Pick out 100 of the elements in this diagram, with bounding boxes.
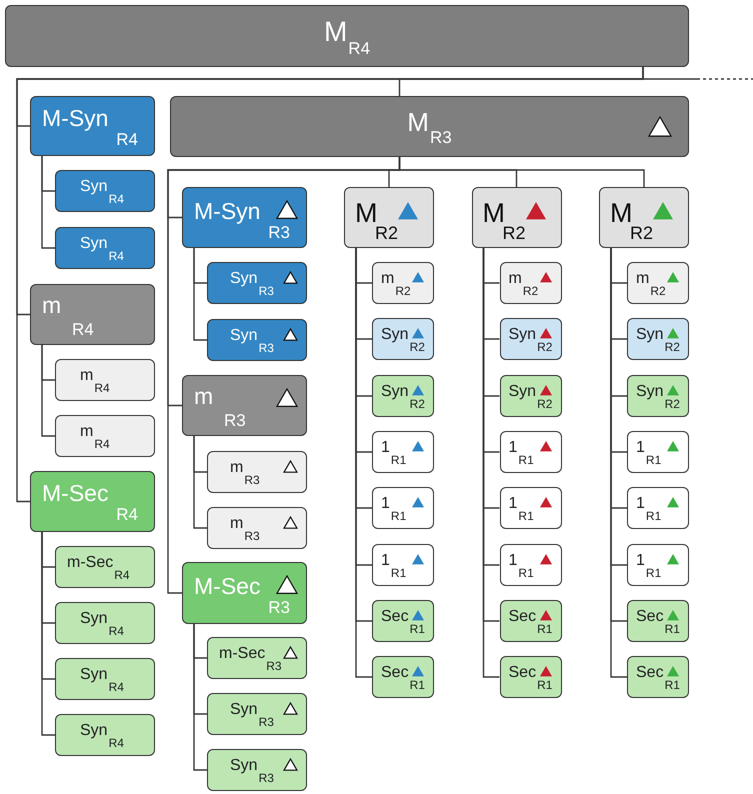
item-box bbox=[627, 431, 689, 473]
node-label: m-Sec bbox=[219, 646, 266, 662]
subscript-label: R2 bbox=[537, 341, 552, 353]
subscript-label: R2 bbox=[537, 398, 552, 410]
node-label: 1 bbox=[381, 496, 390, 512]
subscript-label: R4 bbox=[348, 40, 370, 57]
node-label: m bbox=[230, 460, 244, 476]
node-label: Sec bbox=[508, 665, 536, 681]
node-label: Syn bbox=[80, 723, 108, 739]
node-label: Sec bbox=[636, 665, 664, 681]
item-box bbox=[372, 318, 434, 360]
subscript-label: R4 bbox=[108, 250, 124, 262]
subscript-label: R1 bbox=[646, 510, 662, 522]
item-box bbox=[55, 714, 155, 756]
node-label: 1 bbox=[636, 440, 645, 456]
subscript-label: R1 bbox=[410, 679, 425, 691]
tree-connector bbox=[41, 345, 55, 437]
group-box bbox=[344, 187, 434, 248]
item-box bbox=[627, 656, 689, 698]
node-label: M bbox=[407, 109, 429, 135]
item-box bbox=[207, 451, 307, 493]
subscript-label: R3 bbox=[244, 530, 260, 542]
item-box bbox=[372, 431, 434, 473]
group-box bbox=[472, 187, 562, 248]
node-label: m bbox=[381, 271, 394, 287]
item-box bbox=[500, 656, 562, 698]
node-label: M bbox=[324, 18, 348, 46]
node-label: Syn bbox=[508, 384, 536, 400]
item-box bbox=[627, 487, 689, 529]
subscript-label: R1 bbox=[664, 623, 680, 635]
continuation-line bbox=[642, 67, 753, 80]
tree-connector bbox=[41, 532, 55, 736]
node-label: M bbox=[355, 200, 378, 227]
tree-connector bbox=[41, 156, 55, 249]
node-label: Syn bbox=[508, 327, 536, 343]
node-label: Syn bbox=[230, 758, 258, 774]
tree-connector bbox=[193, 624, 207, 771]
group-box bbox=[170, 96, 689, 157]
subscript-label: R4 bbox=[116, 506, 138, 523]
item-box bbox=[500, 600, 562, 642]
subscript-label: R2 bbox=[375, 224, 398, 242]
item-box bbox=[627, 600, 689, 642]
subscript-label: R3 bbox=[268, 224, 290, 241]
node-label: Syn bbox=[230, 271, 258, 287]
group-box bbox=[182, 187, 307, 248]
node-label: M bbox=[610, 200, 632, 227]
tree-connector bbox=[193, 436, 207, 529]
item-box bbox=[372, 656, 434, 698]
subscript-label: R2 bbox=[664, 341, 680, 353]
subscript-label: R2 bbox=[410, 341, 425, 353]
node-label: Syn bbox=[80, 236, 108, 252]
group-box bbox=[182, 562, 307, 624]
node-label: 1 bbox=[636, 553, 645, 569]
subscript-label: R2 bbox=[502, 224, 526, 242]
subscript-label: R3 bbox=[244, 474, 260, 486]
node-label: m bbox=[42, 294, 62, 317]
subscript-label: R2 bbox=[410, 398, 425, 410]
node-label: Syn bbox=[230, 702, 258, 718]
node-label: m-Sec bbox=[67, 555, 114, 571]
subscript-label: R3 bbox=[224, 412, 246, 429]
subscript-label: R2 bbox=[522, 285, 538, 297]
node-label: M-Syn bbox=[194, 200, 260, 223]
node-label: m bbox=[80, 368, 94, 384]
subscript-label: R1 bbox=[390, 510, 406, 522]
subscript-label: R1 bbox=[390, 567, 406, 579]
subscript-label: R4 bbox=[94, 438, 110, 450]
subscript-label: R1 bbox=[518, 567, 534, 579]
node-label: Syn bbox=[381, 384, 409, 400]
node-label: m bbox=[508, 271, 522, 287]
node-label: m bbox=[194, 385, 214, 408]
subscript-label: R1 bbox=[646, 454, 662, 466]
item-box bbox=[500, 375, 562, 417]
node-label: Sec bbox=[636, 609, 664, 625]
node-label: m bbox=[230, 516, 244, 532]
subscript-label: R4 bbox=[72, 321, 94, 338]
subscript-label: R4 bbox=[108, 737, 124, 749]
node-label: M-Sec bbox=[194, 575, 260, 598]
subscript-label: R1 bbox=[664, 679, 680, 691]
item-box bbox=[55, 415, 155, 457]
item-box bbox=[627, 262, 689, 304]
node-label: M-Syn bbox=[42, 107, 108, 130]
subscript-label: R2 bbox=[664, 398, 680, 410]
node-label: 1 bbox=[508, 440, 518, 456]
subscript-label: R1 bbox=[390, 454, 406, 466]
group-box bbox=[599, 187, 689, 248]
subscript-label: R4 bbox=[108, 193, 124, 205]
item-box bbox=[372, 487, 434, 529]
node-label: Syn bbox=[80, 667, 108, 683]
subscript-label: R4 bbox=[116, 131, 138, 148]
node-label: Syn bbox=[230, 328, 258, 344]
subscript-label: R1 bbox=[410, 623, 425, 635]
item-box bbox=[500, 544, 562, 586]
item-box bbox=[207, 319, 307, 361]
subscript-label: R2 bbox=[630, 224, 654, 242]
item-box bbox=[500, 318, 562, 360]
tree-connector bbox=[398, 157, 645, 187]
subscript-label: R1 bbox=[537, 623, 552, 635]
item-box bbox=[207, 507, 307, 549]
subscript-label: R3 bbox=[258, 716, 274, 728]
node-label: 1 bbox=[381, 553, 390, 569]
